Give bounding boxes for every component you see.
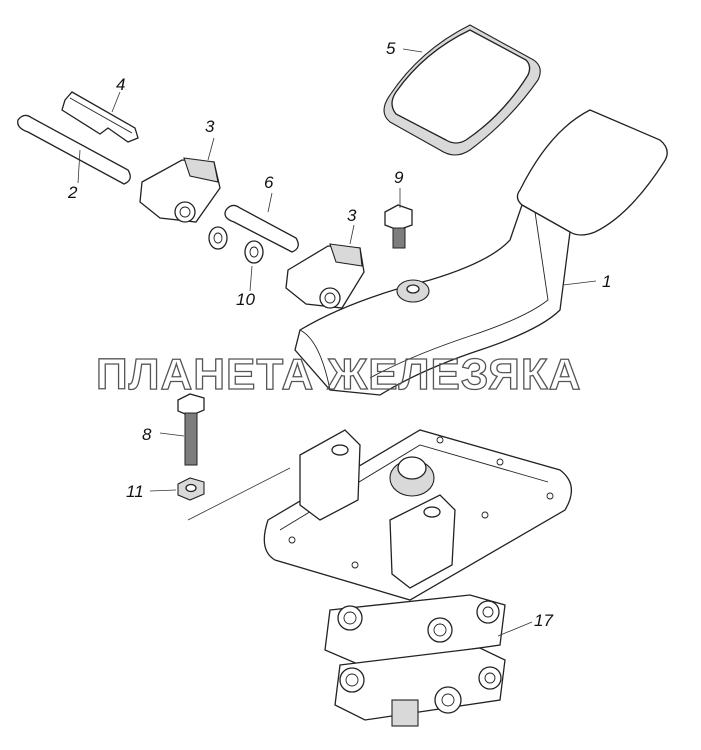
- callout-6: 6: [264, 173, 274, 192]
- callout-3-right: 3: [347, 206, 357, 225]
- alignment-line: [187, 467, 291, 521]
- part-10-washer-a: [208, 226, 228, 250]
- part-9-bolt: [384, 204, 413, 249]
- part-11-nut: [177, 477, 205, 501]
- callout-3-left: 3: [205, 117, 215, 136]
- callout-9: 9: [394, 168, 404, 187]
- part-4-spring-clip: [61, 91, 139, 143]
- watermark: ПЛАНЕТА ЖЕЛЕЗЯКА: [96, 350, 582, 399]
- part-10-washer-b: [244, 240, 264, 264]
- part-5-pedal-pad: [383, 24, 541, 156]
- part-6-pin: [224, 204, 299, 253]
- callout-5: 5: [386, 39, 396, 58]
- part-3-bracket-left: [139, 157, 221, 223]
- callout-4: 4: [116, 75, 125, 94]
- part-1-pedal-lever: [294, 109, 668, 396]
- part-17-brake-valve: [263, 429, 572, 727]
- callout-17: 17: [534, 611, 553, 630]
- callout-8: 8: [142, 425, 152, 444]
- callout-2: 2: [67, 183, 78, 202]
- lever-nut: [396, 279, 430, 303]
- callout-10: 10: [236, 290, 255, 309]
- leader-lines: [77, 48, 597, 637]
- callout-11: 11: [126, 482, 144, 501]
- part-8-bolt: [177, 393, 205, 466]
- callout-1: 1: [602, 272, 611, 291]
- part-3-bracket-right: [285, 243, 365, 309]
- part-2-pin: [17, 114, 131, 185]
